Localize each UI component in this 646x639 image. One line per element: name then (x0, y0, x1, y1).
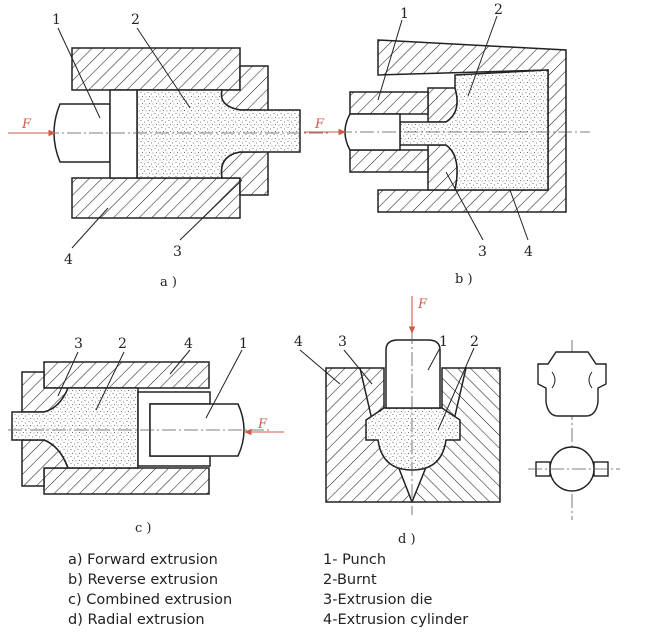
panel-a-cylinder-top (71, 47, 241, 91)
part-side-view (537, 351, 607, 417)
panel-d-caption: d ) (398, 532, 416, 545)
panel-a-punch (53, 103, 111, 163)
panel-c-force-label: F (257, 417, 268, 432)
panel-c-leader-1 (205, 349, 243, 419)
panel-a-force-label: F (21, 117, 32, 132)
panel-a-callout-2: 2 (131, 12, 140, 28)
panel-a-billet (136, 89, 301, 179)
panel-c-billet (11, 387, 139, 469)
panel-a-leader-4 (71, 207, 109, 249)
part-side-view-arc-left (551, 371, 556, 389)
panel-a-leader-1 (57, 27, 101, 119)
panel-b-leader-2 (467, 15, 498, 97)
legend-processes: a) Forward extrusion b) Reverse extrusio… (68, 550, 232, 630)
panel-a-caption: a ) (160, 275, 177, 290)
legend: a) Forward extrusion b) Reverse extrusio… (0, 545, 646, 639)
panel-c-cylinder-top (43, 361, 210, 389)
panel-a-callout-4: 4 (64, 252, 73, 268)
legend-part-1: 1- Punch (323, 552, 387, 568)
panel-c-callout-1: 1 (239, 336, 248, 352)
legend-process-d: d) Radial extrusion (68, 612, 205, 628)
legend-process-a: a) Forward extrusion (68, 552, 218, 568)
panel-b-caption: b ) (455, 272, 473, 287)
panel-c (8, 349, 270, 495)
panel-b-callout-3: 3 (478, 244, 487, 260)
panel-c-leader-2 (95, 351, 125, 411)
panel-a-punch-head (109, 89, 138, 179)
panel-c-leader-3 (57, 351, 79, 397)
panel-b-callout-1: 1 (400, 6, 409, 22)
panel-b-punch-upper (349, 91, 429, 115)
legend-parts: 1- Punch 2-Burnt 3-Extrusion die 4-Extru… (323, 550, 468, 630)
panel-a-leader-3 (179, 179, 243, 241)
panel-b (338, 15, 590, 241)
panel-d-part-sketch (528, 340, 620, 520)
legend-part-2: 2-Burnt (323, 572, 377, 588)
panel-c-cylinder-bottom (43, 467, 210, 495)
legend-process-c: c) Combined extrusion (68, 592, 233, 608)
panel-c-leader-4 (169, 349, 191, 375)
panel-b-punch-lower (349, 149, 429, 173)
panel-d-callout-3: 3 (338, 334, 347, 350)
panel-a-leader-2 (136, 27, 191, 109)
panel-b-billet (399, 69, 549, 191)
panel-b-force-label: F (314, 117, 325, 132)
panel-a (45, 27, 330, 249)
panel-d-leader-1 (427, 347, 441, 371)
panel-a-cylinder-bottom (71, 177, 241, 219)
panel-d (299, 330, 501, 515)
panel-c-callout-3: 3 (74, 336, 83, 352)
panel-d-callout-1: 1 (439, 334, 448, 350)
panel-d-leader-3 (343, 349, 373, 385)
panel-a-callout-1: 1 (52, 12, 61, 28)
panel-d-force-label: F (417, 297, 428, 312)
legend-process-b: b) Reverse extrusion (68, 572, 219, 588)
panel-d-punch (385, 339, 441, 409)
panel-b-cylinder (377, 39, 567, 213)
panel-d-leader-2 (437, 347, 475, 431)
panel-b-callout-2: 2 (494, 2, 503, 18)
panel-d-callout-2: 2 (470, 334, 479, 350)
panel-c-callout-4: 4 (184, 336, 193, 352)
legend-part-4: 4-Extrusion cylinder (323, 612, 469, 628)
legend-part-3: 3-Extrusion die (323, 592, 433, 608)
panel-b-leader-4 (509, 189, 529, 241)
panel-b-leader-1 (377, 19, 403, 101)
panel-c-callout-2: 2 (118, 336, 127, 352)
panel-b-callout-4: 4 (524, 244, 533, 260)
part-side-view-arc-right (588, 371, 593, 389)
panel-d-leader-4 (299, 349, 341, 385)
panel-b-leader-3 (445, 171, 484, 241)
panel-c-caption: c ) (135, 521, 152, 536)
panel-d-callout-4: 4 (294, 334, 303, 350)
extrusion-diagram: F 1 2 3 4 a ) F 1 2 3 4 b ) (8, 2, 620, 545)
panel-a-callout-3: 3 (173, 244, 182, 260)
